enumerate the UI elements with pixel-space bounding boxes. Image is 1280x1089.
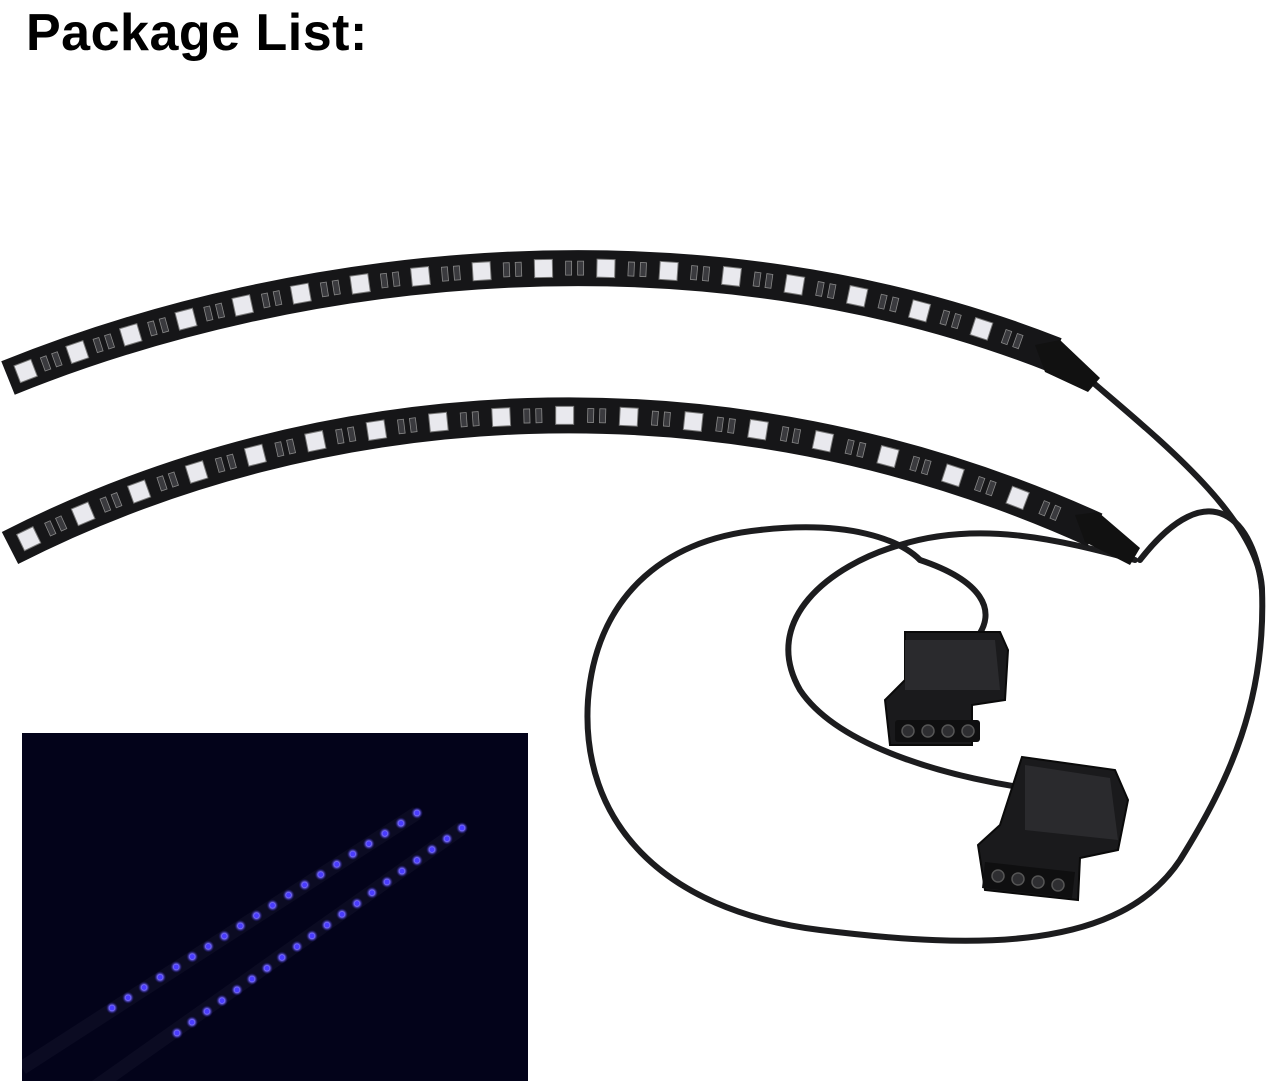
strip-plugs [1035, 340, 1140, 565]
led-chip [1038, 500, 1062, 521]
led-chip [365, 419, 388, 441]
led-chip [715, 416, 736, 434]
led-chip [752, 271, 774, 289]
plug-top-strip [1035, 340, 1100, 392]
cable-group [584, 377, 1266, 944]
led-chip [147, 317, 170, 337]
led-chip [335, 426, 357, 445]
led-chip [650, 410, 671, 427]
led-chip [1005, 485, 1030, 511]
led-chip [779, 426, 802, 445]
led-chip [427, 411, 449, 433]
led-chip [907, 299, 932, 323]
led-chip [99, 492, 123, 513]
led-chip [156, 471, 179, 492]
cable-bottom-strip [785, 530, 1138, 793]
led-chip [471, 261, 492, 282]
led-chip [939, 309, 962, 330]
lit-strip-2 [91, 822, 467, 1081]
led-chip [690, 265, 711, 282]
led-chip [555, 405, 575, 425]
led-chip [491, 407, 512, 428]
led-chip [13, 358, 38, 384]
led-chip [845, 284, 869, 308]
led-chip [969, 316, 994, 341]
led-chip [973, 476, 997, 497]
led-chip [39, 351, 63, 372]
led-chip [682, 411, 704, 432]
led-chip [319, 279, 341, 298]
led-chip [304, 430, 327, 453]
led-chip [876, 444, 900, 469]
led-chip [16, 525, 42, 552]
led-chip [243, 443, 267, 467]
led-chip [379, 271, 401, 289]
led-chip [126, 479, 152, 504]
led-chip [587, 408, 607, 424]
led-chip [184, 460, 209, 484]
led-chip [627, 261, 647, 278]
led-chip [65, 340, 90, 365]
led-chip [844, 439, 867, 458]
led-chip [410, 265, 431, 287]
led-chip [92, 333, 116, 354]
led-chip [397, 417, 418, 435]
led-chip [1000, 328, 1024, 350]
led-chip [877, 293, 900, 313]
plug-bottom-strip [1075, 512, 1140, 565]
led-chip [231, 294, 255, 317]
molex-connector-lower [976, 755, 1130, 902]
led-chip [44, 515, 68, 537]
cable-upper-connector [917, 557, 989, 643]
led-chip [596, 258, 616, 279]
page-title: Package List: [26, 4, 368, 62]
led-strips [1, 250, 1103, 565]
led-chip [70, 501, 96, 527]
lit-strips-inset-photo [22, 733, 528, 1081]
led-chip [203, 302, 226, 322]
led-chip [260, 290, 283, 309]
led-chip [523, 408, 543, 424]
led-chip [289, 282, 312, 305]
led-chip [349, 273, 371, 295]
led-chip [118, 322, 143, 347]
molex-connector-upper [883, 631, 1010, 746]
led-chip [440, 265, 461, 282]
led-chip [720, 265, 743, 287]
led-chip [783, 273, 806, 296]
led-chip [815, 281, 837, 300]
led-chip [909, 455, 932, 476]
led-chip [747, 418, 769, 441]
led-chip [174, 307, 198, 331]
led-chip [618, 406, 639, 427]
led-chip [459, 411, 480, 428]
led-chip [940, 463, 965, 488]
led-chip [274, 438, 297, 458]
led-chip [811, 430, 835, 453]
led-chip [502, 261, 523, 278]
lit-led-strips [22, 807, 468, 1081]
led-chip [565, 260, 585, 276]
led-chip [533, 258, 554, 279]
led-chip [214, 453, 237, 473]
led-chip [658, 260, 679, 282]
